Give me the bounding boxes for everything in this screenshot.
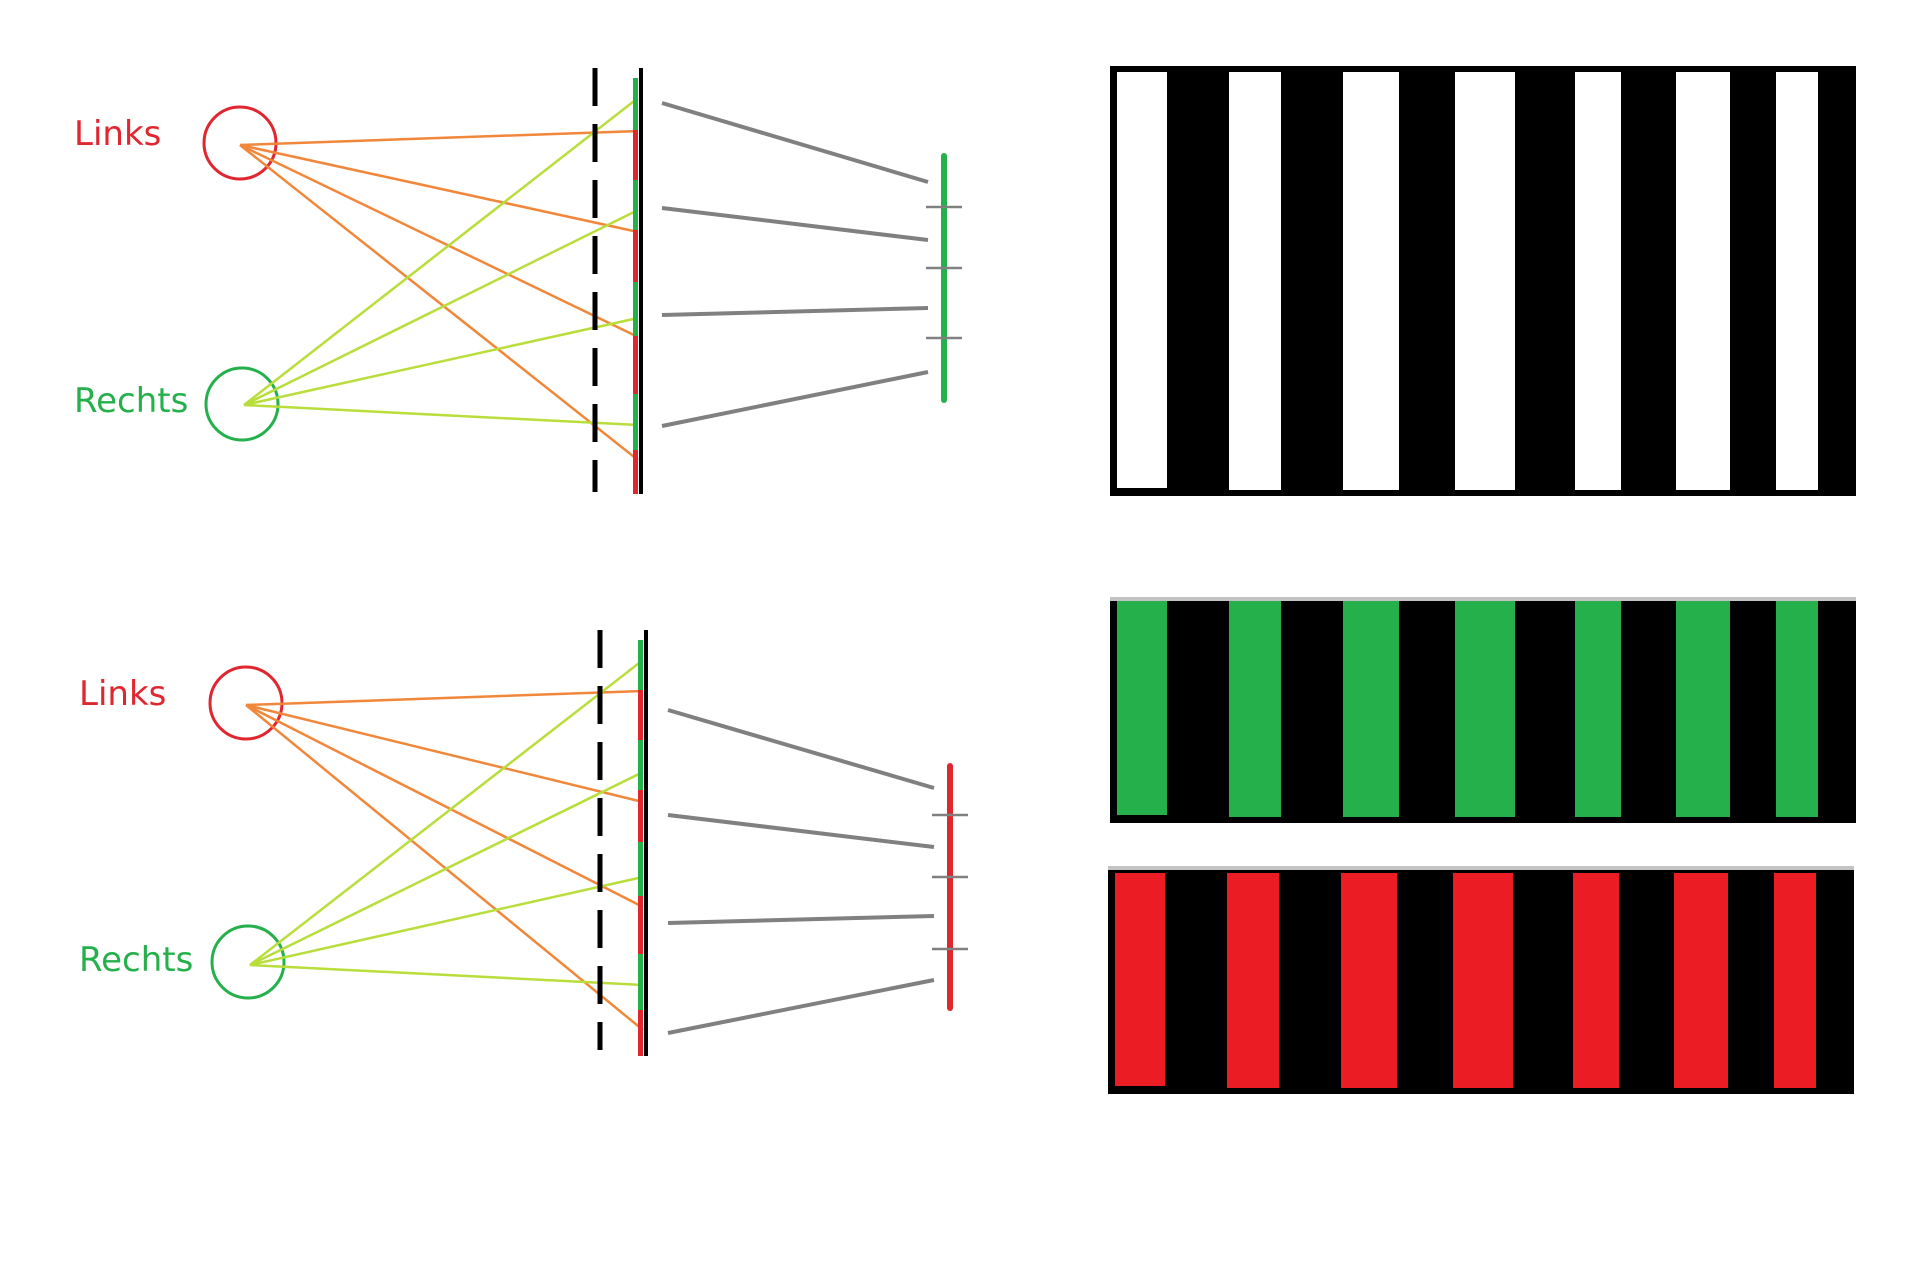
stripe-light: [1453, 873, 1513, 1088]
pixel-red: [633, 450, 638, 494]
left-ray: [245, 703, 644, 909]
right-eye-rays: [249, 659, 644, 987]
right-eye-rays: [243, 97, 639, 427]
pixel-red: [638, 896, 643, 954]
stripe-light: [1117, 72, 1167, 488]
stripe-light: [1674, 873, 1728, 1088]
right-ray: [243, 316, 639, 407]
projection-ray: [661, 306, 929, 317]
projection-ray: [667, 914, 935, 925]
stripe-light: [1343, 601, 1399, 817]
left-eye-rays: [239, 129, 639, 461]
diagram-top: Links Rechts: [74, 68, 962, 494]
pixel-green: [638, 740, 643, 790]
left-ray: [245, 689, 644, 707]
stripe-panel-green: [1110, 597, 1856, 823]
stripe-light: [1676, 601, 1730, 817]
stripe-panel-white: [1110, 66, 1856, 496]
stripe-light: [1573, 873, 1619, 1088]
right-ray: [249, 875, 644, 967]
projection-ray: [667, 813, 935, 849]
left-ray: [245, 704, 644, 1031]
pixel-green: [638, 954, 643, 1010]
pixel-green: [633, 78, 638, 130]
left-eye-label: Links: [79, 674, 166, 714]
projection-rays: [661, 101, 929, 428]
stripe-light: [1343, 72, 1399, 490]
right-ray: [249, 963, 644, 987]
right-eye-label: Rechts: [79, 940, 193, 980]
stripe-light: [1227, 873, 1279, 1088]
left-ray: [245, 703, 644, 804]
projection-ray: [667, 978, 935, 1035]
stripe-light: [1117, 601, 1167, 815]
stripe-light: [1676, 72, 1730, 490]
pixel-red: [633, 336, 638, 394]
stripe-light: [1229, 601, 1281, 817]
display-pixel-column: [638, 640, 643, 1056]
projection-ray: [661, 206, 929, 242]
right-ray: [243, 97, 639, 406]
stripe-light: [1776, 601, 1818, 817]
stripe-panel-top-edge: [1110, 597, 1856, 601]
projection-rays: [667, 708, 935, 1035]
left-ray: [239, 144, 639, 461]
pixel-green: [633, 282, 638, 336]
right-eye-circle: [210, 924, 286, 1000]
pixel-red: [638, 690, 643, 740]
stripe-light: [1774, 873, 1816, 1088]
pixel-green: [638, 640, 643, 690]
stripe-panel-red: [1108, 866, 1854, 1094]
right-eye-label: Rechts: [74, 381, 188, 421]
right-ray: [249, 770, 644, 967]
display-pixel-column: [633, 78, 638, 494]
pixel-red: [638, 790, 643, 842]
stripe-light: [1115, 873, 1165, 1086]
pixel-red: [633, 230, 638, 282]
left-ray: [239, 143, 639, 234]
projection-ray: [661, 370, 929, 428]
pixel-red: [633, 130, 638, 180]
left-eye-rays: [245, 689, 644, 1031]
pixel-green: [638, 842, 643, 896]
pixel-green: [633, 394, 638, 450]
stripe-light: [1776, 72, 1818, 490]
stripe-light: [1575, 601, 1621, 817]
stripe-light: [1575, 72, 1621, 490]
stripe-light: [1229, 72, 1281, 490]
pixel-green: [633, 180, 638, 230]
right-eye-circle: [204, 366, 280, 442]
right-ray: [243, 208, 639, 407]
left-eye-label: Links: [74, 114, 161, 154]
stripe-light: [1455, 601, 1515, 817]
stripe-light: [1341, 873, 1397, 1088]
stripe-light: [1455, 72, 1515, 490]
projection-ray: [667, 708, 935, 790]
right-ray: [249, 659, 644, 966]
projection-ray: [661, 101, 929, 184]
stripe-panel-top-edge: [1108, 866, 1854, 870]
perceived-image-ticks: [932, 813, 968, 951]
perceived-image-ticks: [926, 205, 962, 340]
left-ray: [239, 143, 639, 339]
right-ray: [243, 403, 639, 427]
pixel-red: [638, 1010, 643, 1056]
diagram-bottom: Links Rechts: [79, 630, 968, 1056]
left-ray: [239, 129, 639, 147]
